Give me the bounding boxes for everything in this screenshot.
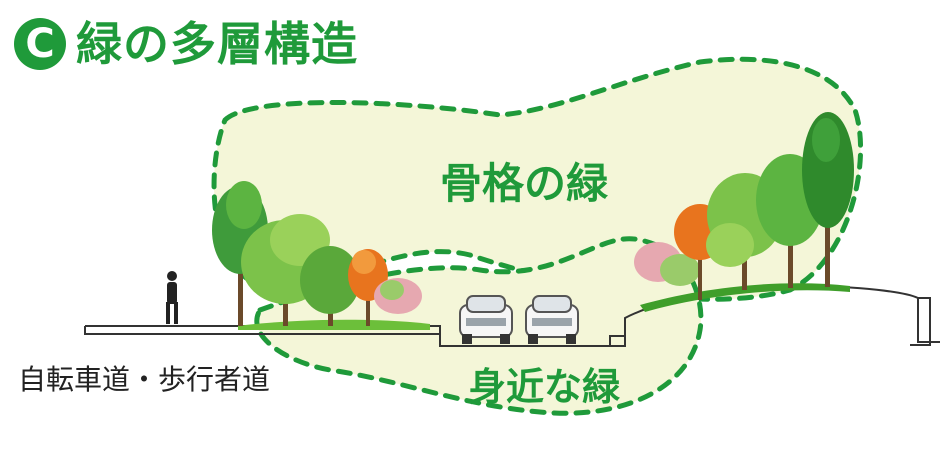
- tree-group-right: [634, 112, 854, 300]
- car-icon: [525, 295, 579, 344]
- pedestrian-icon: [166, 271, 178, 324]
- skeleton-green-label: 骨格の緑: [440, 159, 609, 208]
- embankment-right: [610, 318, 626, 347]
- tree-group-left: [212, 181, 422, 326]
- section-badge: C: [14, 18, 66, 70]
- page-title: 緑の多層構造: [76, 17, 358, 71]
- car-icon: [459, 295, 513, 344]
- path-label: 自転車道・歩行者道: [18, 363, 271, 396]
- nearby-green-label: 身近な緑: [468, 365, 621, 409]
- retaining-wall: [910, 297, 931, 346]
- sidewalk-edge: [84, 326, 440, 335]
